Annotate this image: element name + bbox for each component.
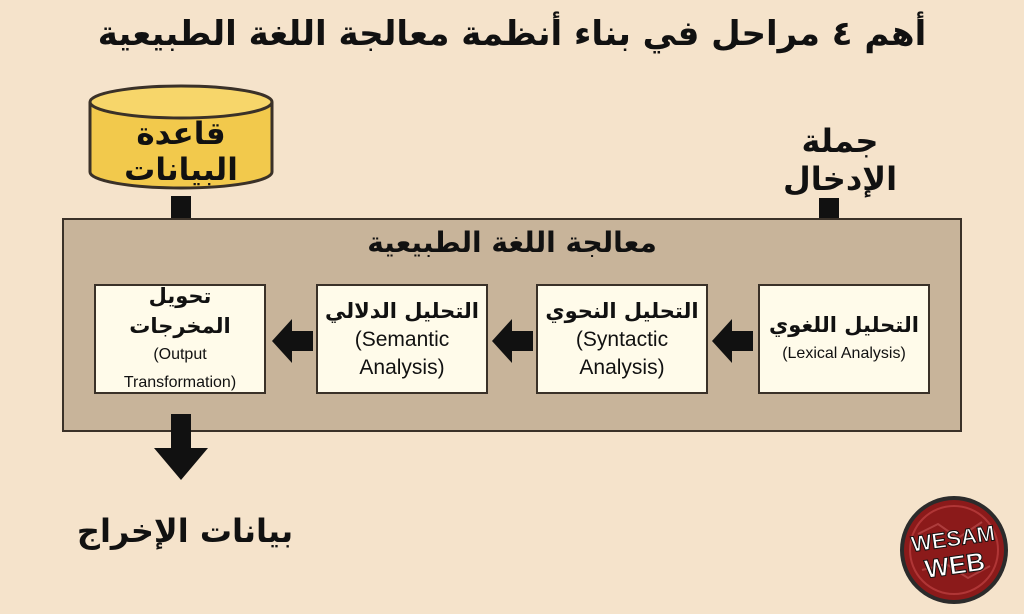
logo-badge-icon: WESAM WEB	[900, 496, 1008, 604]
stage-lexical-en: (Lexical Analysis)	[782, 345, 906, 362]
stage-lexical-ar: التحليل اللغوي	[769, 313, 919, 337]
arrow-syntactic-to-semantic	[492, 319, 533, 363]
arrow-semantic-to-output	[272, 319, 313, 363]
stage-output-en-2: Transformation)	[123, 374, 237, 391]
stage-semantic-en-2: Analysis)	[359, 356, 445, 379]
stage-syntactic-en-1: (Syntactic	[575, 328, 669, 351]
database-node: قاعدة البيانات	[86, 82, 276, 192]
output-down-arrow	[154, 414, 208, 480]
stage-output-transformation: تحويل المخرجات (Output Transformation)	[94, 284, 266, 394]
output-data-label: بيانات الإخراج	[76, 512, 294, 550]
stage-semantic-en-1: (Semantic	[354, 328, 450, 351]
stage-syntactic-en-2: Analysis)	[579, 356, 665, 379]
input-sentence-label: جملة الإدخال	[782, 122, 898, 198]
nlp-label: معالجة اللغة الطبيعية	[367, 226, 657, 259]
database-cylinder-icon	[88, 84, 274, 190]
stage-semantic-ar: التحليل الدلالي	[325, 299, 479, 323]
stage-semantic-analysis: التحليل الدلالي (Semantic Analysis)	[316, 284, 488, 394]
stage-output-en-1: (Output	[153, 346, 207, 363]
stage-lexical-analysis: التحليل اللغوي (Lexical Analysis)	[758, 284, 930, 394]
diagram-title: أهم ٤ مراحل في بناء أنظمة معالجة اللغة ا…	[97, 14, 927, 54]
stage-output-ar: تحويل المخرجات	[129, 284, 231, 338]
database-label: قاعدة البيانات	[124, 116, 238, 188]
stage-syntactic-analysis: التحليل النحوي (Syntactic Analysis)	[536, 284, 708, 394]
wesam-web-logo: WESAM WEB	[898, 494, 1010, 606]
logo-text-line2: WEB	[923, 546, 987, 584]
arrow-lexical-to-syntactic	[712, 319, 753, 363]
stage-syntactic-ar: التحليل النحوي	[545, 299, 699, 323]
